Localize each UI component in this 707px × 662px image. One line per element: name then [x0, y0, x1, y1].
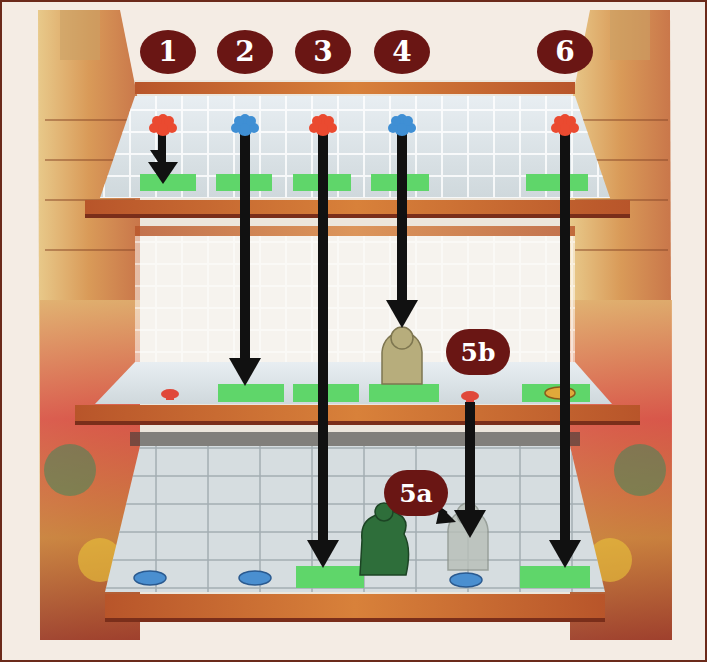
callout-number: 5a	[384, 470, 448, 516]
callout-number: 6	[537, 30, 593, 74]
callout-number: 5b	[446, 329, 510, 375]
callout-number: 2	[217, 30, 273, 74]
callout-number: 4	[374, 30, 430, 74]
callout-number: 1	[140, 30, 196, 74]
callout-number: 3	[295, 30, 351, 74]
